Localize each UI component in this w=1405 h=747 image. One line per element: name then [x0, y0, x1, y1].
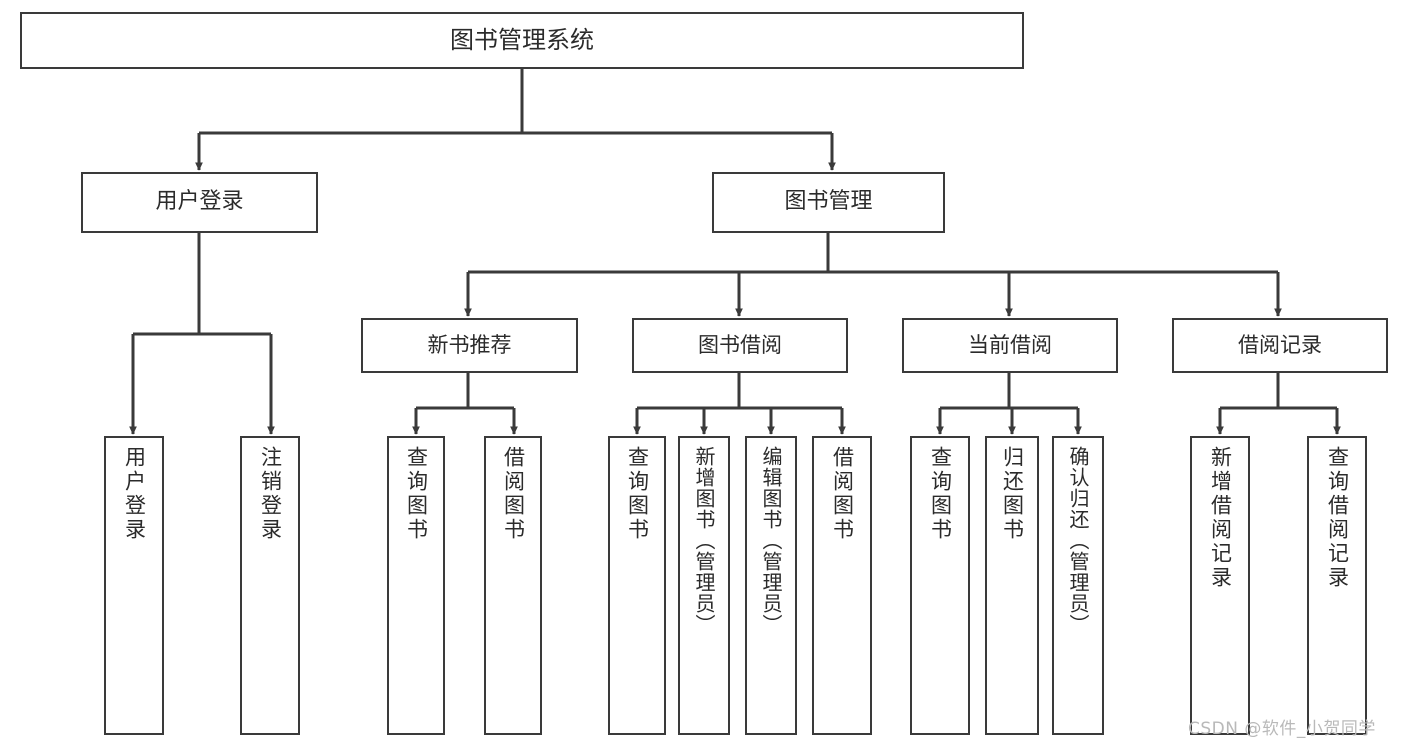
node-book-manage-label: 图书管理 — [784, 189, 873, 215]
node-leaf-query-record[interactable]: 查询借阅记录 — [1307, 436, 1367, 735]
node-leaf-query-book-1-label: 查询图书 — [404, 446, 429, 542]
node-leaf-confirm-return[interactable]: 确认归还（管理员） — [1052, 436, 1104, 735]
node-leaf-query-book-3[interactable]: 查询图书 — [910, 436, 970, 735]
node-leaf-query-book-2-label: 查询图书 — [625, 446, 650, 542]
node-leaf-add-book-label: 新增图书（管理员） — [692, 446, 716, 635]
node-leaf-query-book-3-label: 查询图书 — [928, 446, 953, 542]
node-leaf-query-book-2[interactable]: 查询图书 — [608, 436, 666, 735]
node-leaf-borrow-book-2-label: 借阅图书 — [830, 446, 855, 542]
node-new-book-rec[interactable]: 新书推荐 — [361, 318, 578, 373]
node-leaf-borrow-book-2[interactable]: 借阅图书 — [812, 436, 872, 735]
node-book-manage[interactable]: 图书管理 — [712, 172, 945, 233]
node-current-borrow[interactable]: 当前借阅 — [902, 318, 1118, 373]
node-root[interactable]: 图书管理系统 — [20, 12, 1024, 69]
node-leaf-user-login-label: 用户登录 — [122, 446, 147, 542]
node-leaf-return-book-label: 归还图书 — [1000, 446, 1025, 542]
node-leaf-edit-book-label: 编辑图书（管理员） — [759, 446, 783, 635]
node-book-borrow-label: 图书借阅 — [698, 332, 782, 357]
node-leaf-logout-label: 注销登录 — [258, 446, 283, 542]
node-leaf-borrow-book-1-label: 借阅图书 — [501, 446, 526, 542]
node-leaf-user-login[interactable]: 用户登录 — [104, 436, 164, 735]
node-user-login[interactable]: 用户登录 — [81, 172, 318, 233]
node-leaf-query-record-label: 查询借阅记录 — [1325, 446, 1350, 590]
node-leaf-logout[interactable]: 注销登录 — [240, 436, 300, 735]
node-leaf-confirm-return-label: 确认归还（管理员） — [1066, 446, 1090, 635]
node-leaf-add-book[interactable]: 新增图书（管理员） — [678, 436, 730, 735]
node-leaf-return-book[interactable]: 归还图书 — [985, 436, 1039, 735]
node-current-borrow-label: 当前借阅 — [968, 332, 1052, 357]
node-leaf-query-book-1[interactable]: 查询图书 — [387, 436, 445, 735]
node-user-login-label: 用户登录 — [155, 189, 244, 215]
node-leaf-edit-book[interactable]: 编辑图书（管理员） — [745, 436, 797, 735]
node-root-label: 图书管理系统 — [450, 26, 594, 55]
node-leaf-borrow-book-1[interactable]: 借阅图书 — [484, 436, 542, 735]
node-new-book-rec-label: 新书推荐 — [427, 332, 512, 357]
node-borrow-record-label: 借阅记录 — [1238, 332, 1322, 357]
node-leaf-add-record[interactable]: 新增借阅记录 — [1190, 436, 1250, 735]
node-borrow-record[interactable]: 借阅记录 — [1172, 318, 1388, 373]
node-leaf-add-record-label: 新增借阅记录 — [1208, 446, 1233, 590]
node-book-borrow[interactable]: 图书借阅 — [632, 318, 848, 373]
